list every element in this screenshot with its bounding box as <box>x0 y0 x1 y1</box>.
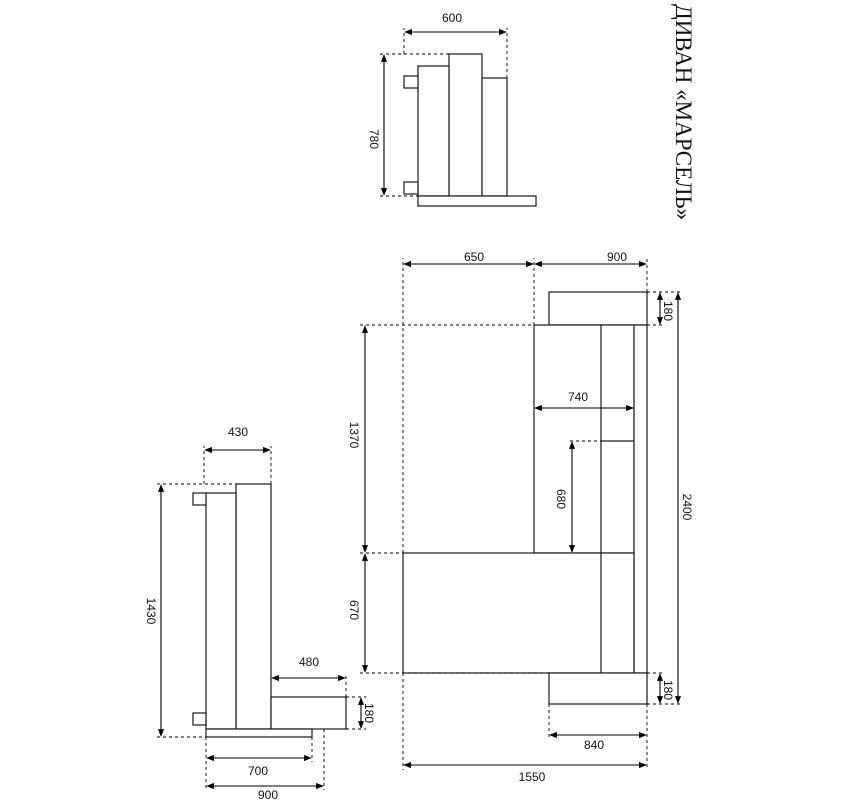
plan-back-long <box>533 324 635 554</box>
front-arm-left <box>417 65 450 197</box>
dim-180-top: 180 <box>661 301 675 321</box>
dim-430: 430 <box>228 425 248 439</box>
dim-900-side: 900 <box>258 788 278 800</box>
plan-ottoman-top <box>548 291 648 326</box>
dim-840: 840 <box>584 738 604 752</box>
dim-180-side: 180 <box>362 703 376 723</box>
front-leg-bottom <box>403 181 419 195</box>
dim-680: 680 <box>554 489 568 509</box>
dim-1370: 1370 <box>347 422 361 449</box>
front-leg-top <box>403 75 419 89</box>
dim-1550: 1550 <box>519 770 546 784</box>
side-view: 430 1430 480 180 700 900 <box>144 425 376 800</box>
plan-seat-short <box>402 552 635 674</box>
dim-780: 780 <box>367 129 381 149</box>
front-base-plate <box>417 195 537 207</box>
side-back <box>235 483 272 730</box>
front-seat <box>481 77 508 197</box>
dim-480: 480 <box>299 655 319 669</box>
dim-650: 650 <box>464 250 484 264</box>
plan-back-strip <box>633 324 648 674</box>
plan-ottoman-bottom <box>548 672 648 705</box>
side-leg-bottom <box>192 712 207 726</box>
title-text: ДИВАН «МАРСЕЛЬ» <box>671 4 696 220</box>
drawing-title: ДИВАН «МАРСЕЛЬ» <box>671 4 696 220</box>
dim-180-bottom: 180 <box>661 680 675 700</box>
front-view: 600 780 <box>367 11 537 207</box>
side-base <box>205 728 313 738</box>
dim-740: 740 <box>568 390 588 404</box>
side-leg-top <box>192 492 207 506</box>
dim-670: 670 <box>347 600 361 620</box>
dim-600: 600 <box>442 11 462 25</box>
top-view: 650 900 740 680 1370 670 180 180 2400 84… <box>347 250 694 784</box>
dim-1430: 1430 <box>144 598 158 625</box>
dim-2400: 2400 <box>680 494 694 521</box>
front-back-panel <box>448 53 483 197</box>
dim-700: 700 <box>248 764 268 778</box>
side-ottoman <box>270 696 347 730</box>
dim-900-top: 900 <box>607 250 627 264</box>
side-seat <box>205 492 237 730</box>
